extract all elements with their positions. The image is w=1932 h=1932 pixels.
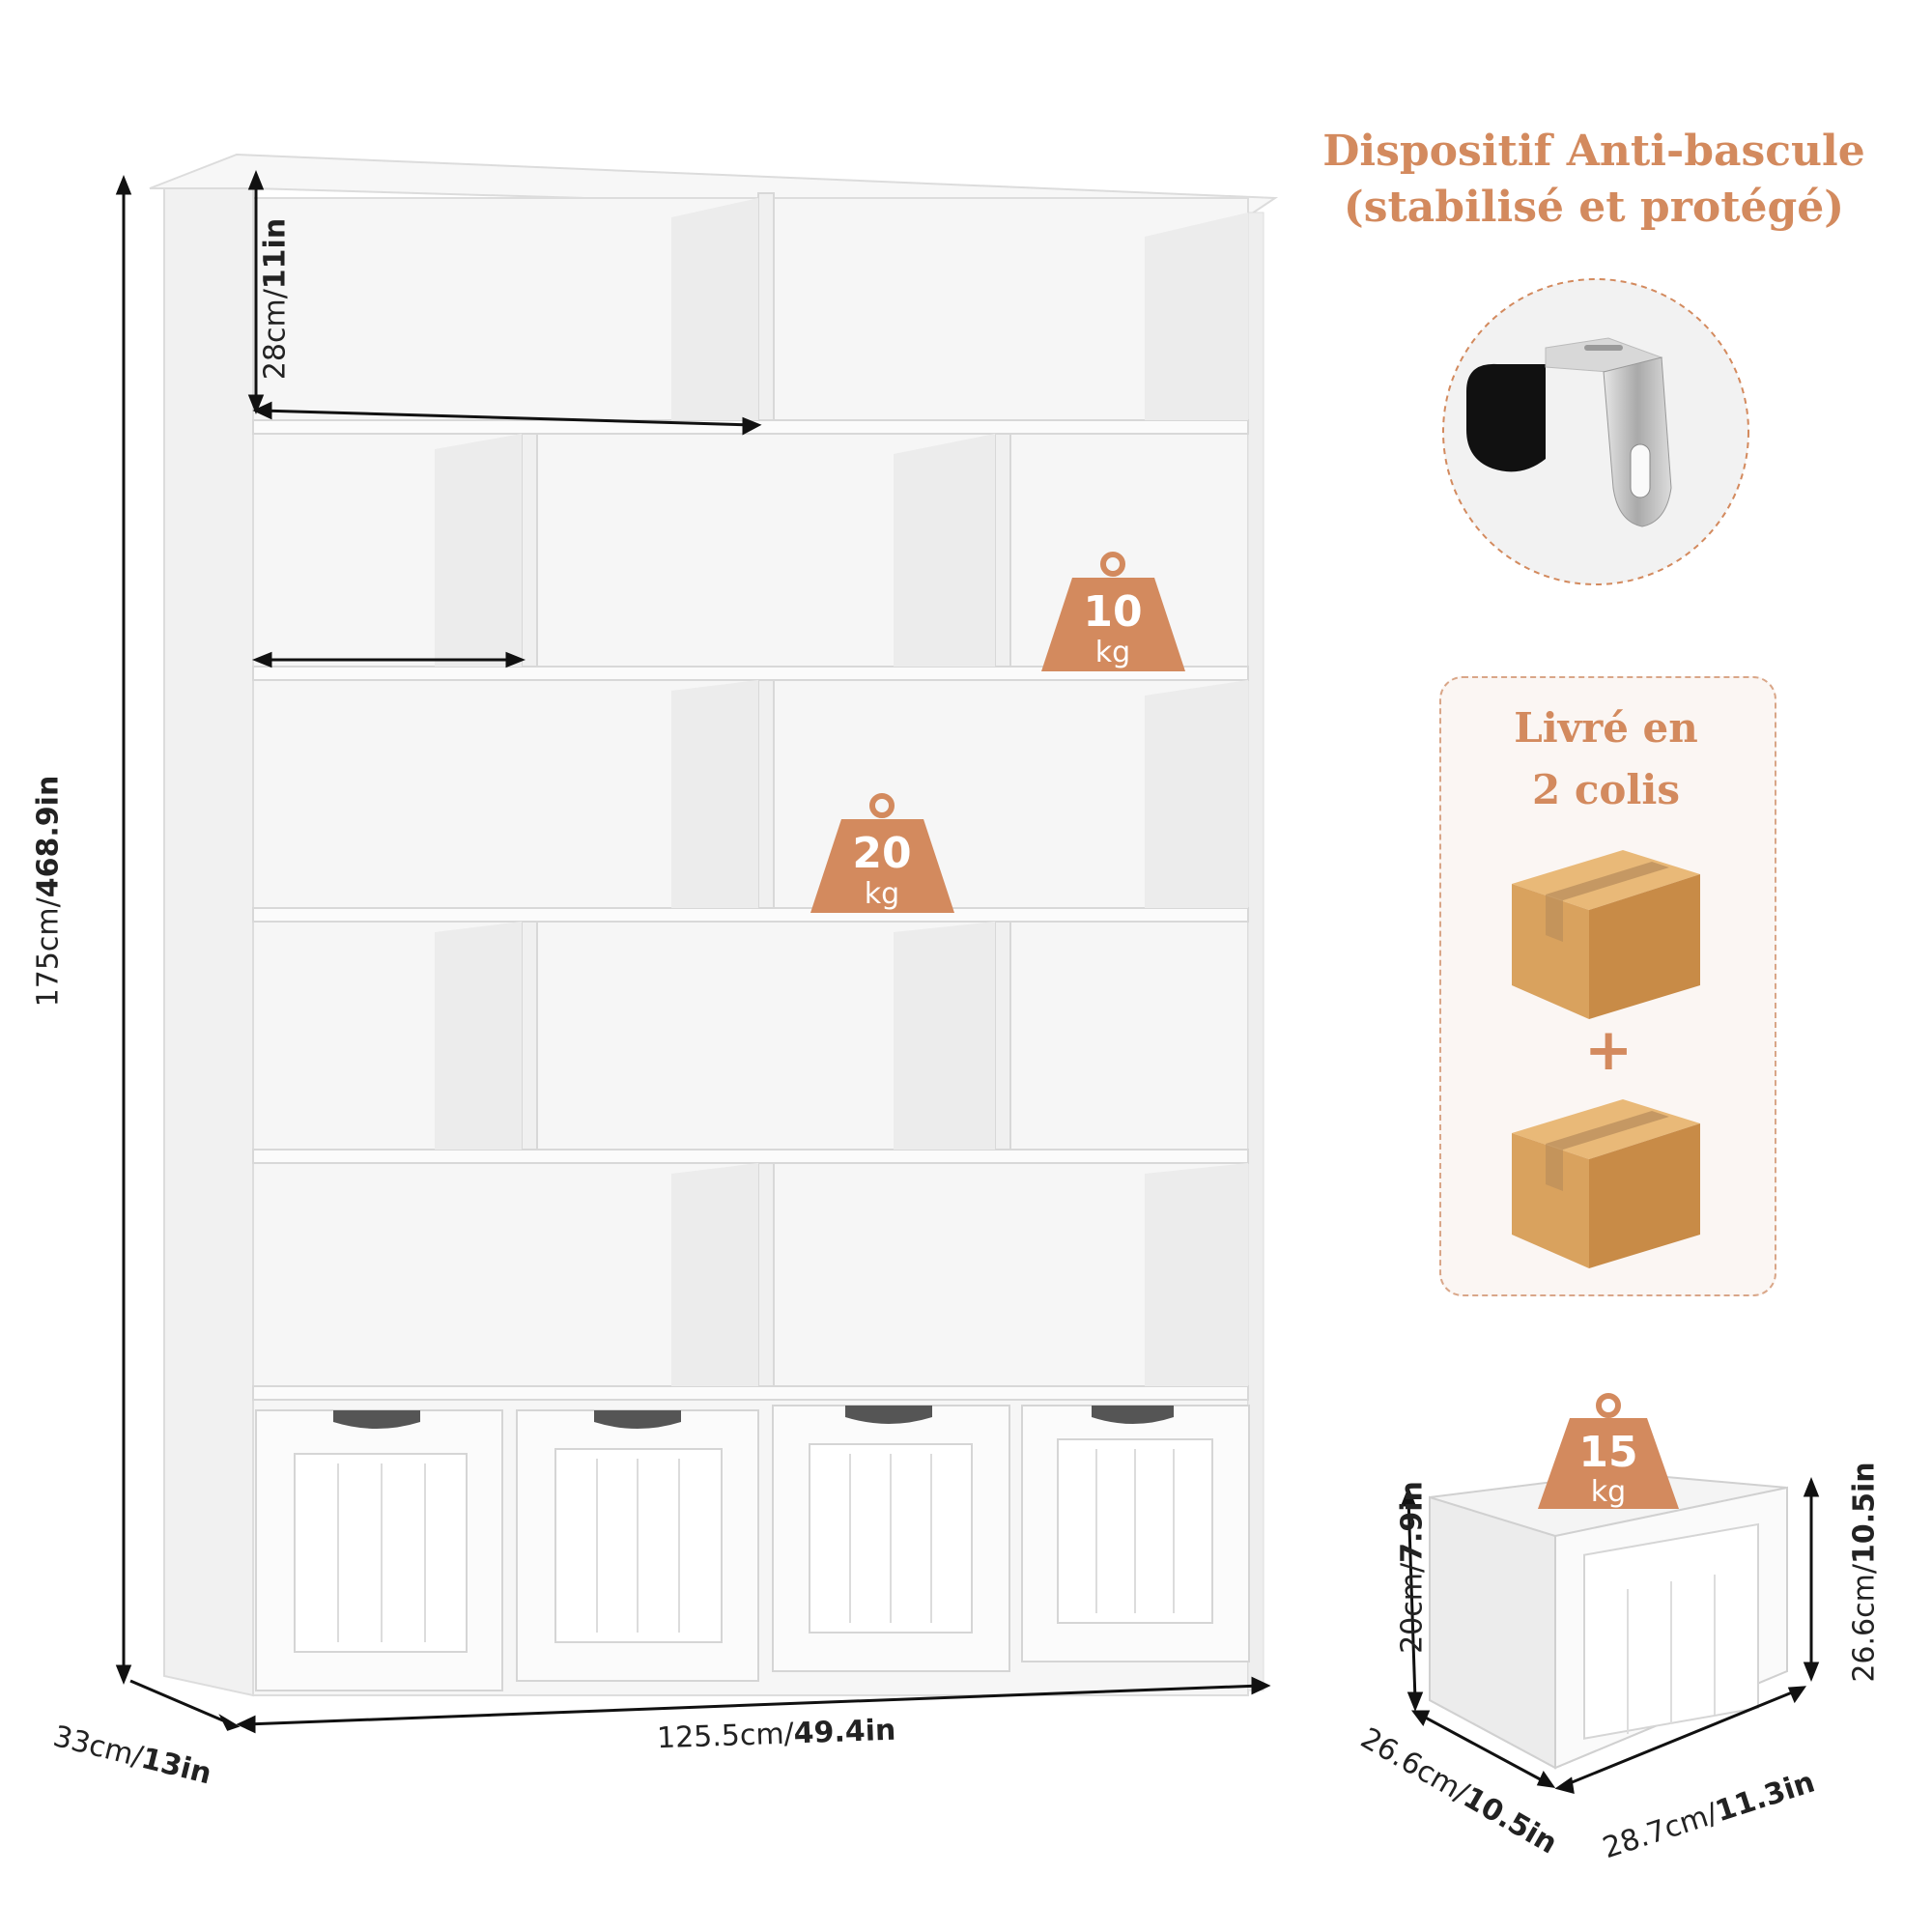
anti-tip-title: Dispositif Anti-bascule (stabilisé et pr… [1314, 124, 1874, 236]
height-dimension: 175cm/468.9in [32, 718, 66, 1065]
weight-unit-20: kg [865, 877, 899, 911]
shelf-height-dimension: 28cm/11in [259, 217, 293, 382]
anti-tip-line1: Dispositif Anti-bascule [1322, 127, 1865, 176]
package-box-icon-2 [1512, 1099, 1700, 1268]
weight-value-20: 20 [852, 829, 911, 878]
storage-bin-illustration: 15 kg [1400, 1393, 1820, 1795]
shelf-height-cm: 28cm/ [258, 289, 293, 381]
shelf-height-in: 11in [258, 217, 293, 290]
bin-outer-height-dimension: 26.6cm/10.5in [1848, 1437, 1882, 1708]
delivery-title: Livré en 2 colis [1439, 697, 1773, 821]
bin-inner-height-dimension: 20cm/7.9in [1396, 1447, 1430, 1689]
drawer-row [255, 1405, 1250, 1691]
weight-icon-20kg: 20 kg [810, 793, 954, 913]
delivery-line2: 2 colis [1532, 766, 1680, 813]
weight-value-10: 10 [1083, 587, 1142, 637]
plus-sign: + [1584, 1016, 1634, 1084]
height-in: 468.9in [31, 775, 66, 898]
weight-unit-15: kg [1591, 1475, 1626, 1509]
weight-unit-10: kg [1095, 636, 1130, 669]
bin-inner-height-cm: 20cm/ [1395, 1562, 1430, 1654]
anti-tip-bracket-image [1442, 278, 1749, 585]
package-box-icon-1 [1512, 850, 1700, 1019]
bookshelf-illustration [115, 153, 1279, 1734]
weight-icon-15kg: 15 kg [1538, 1393, 1679, 1509]
bin-inner-height-in: 7.9in [1395, 1481, 1430, 1563]
anti-tip-line2: (stabilisé et protégé) [1343, 183, 1845, 232]
bin-outer-height-cm: 26.6cm/ [1847, 1564, 1882, 1683]
weight-icon-10kg: 10 kg [1041, 552, 1185, 671]
width-cm: 125.5cm/ [656, 1717, 795, 1756]
height-cm: 175cm/ [31, 897, 66, 1008]
width-in: 49.4in [793, 1713, 896, 1751]
delivery-line1: Livré en [1514, 704, 1698, 752]
dimension-lines [115, 169, 1271, 1734]
bin-outer-height-in: 10.5in [1847, 1462, 1882, 1565]
weight-value-15: 15 [1578, 1428, 1637, 1477]
